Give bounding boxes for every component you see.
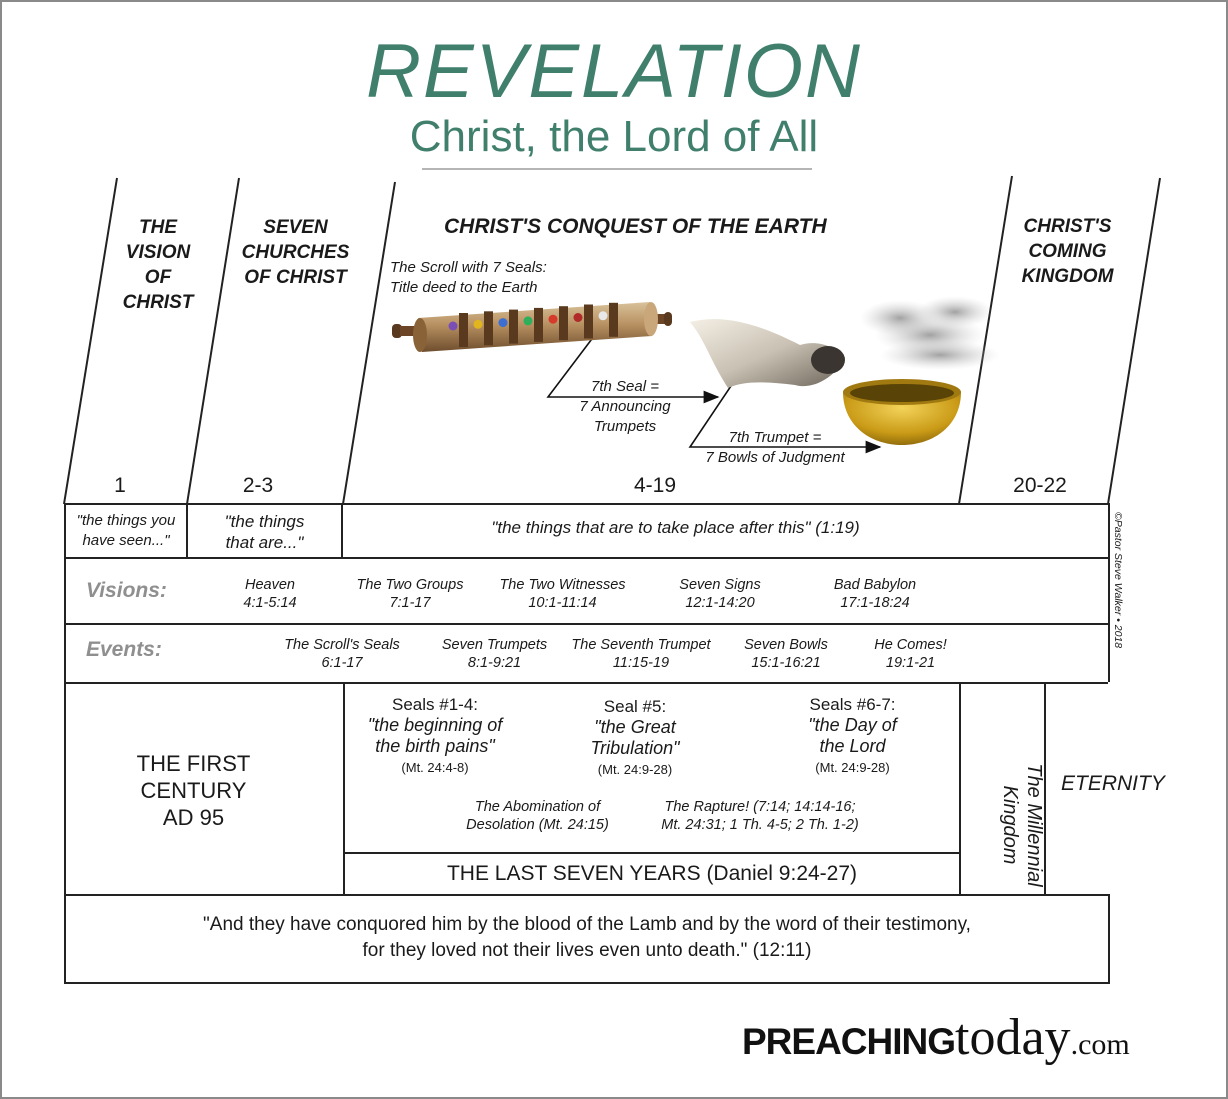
seal-group-1-4: Seals #1-4: "the beginning of the birth … [367,695,503,775]
divider-line [342,181,396,505]
last-years-divider [343,852,961,854]
scroll-seals [448,302,618,347]
chapter-range: 4-19 [633,474,677,497]
row-divider [186,503,188,559]
closing-quote: "And they have conquored him by the bloo… [203,914,971,961]
divider-line [1107,177,1161,505]
chapter-range: 20-22 [1013,474,1067,497]
page-title: REVELATION [366,29,862,114]
last-seven-years: THE LAST SEVEN YEARS (Daniel 9:24-27) [446,862,858,885]
scroll-seal [473,319,483,329]
divider-line [63,177,118,505]
seal-arrow [546,314,720,404]
divider-line [958,175,1013,505]
scroll-seal [523,316,533,326]
block-divider [1044,682,1046,894]
scroll-band [609,302,618,337]
title-divider [422,168,812,170]
scroll-band [484,311,493,346]
divider-line [186,177,240,505]
scroll-band [459,313,468,347]
trumpet-note: 7th Trumpet =7 Bowls of Judgment [705,429,845,466]
trumpet-arrow [688,379,882,454]
visions-label: Visions: [86,579,167,602]
chapter-range: 1 [114,474,126,497]
seal-group-6-7: Seals #6-7: "the Day of the Lord (Mt. 24… [808,695,897,775]
preachingtoday-logo[interactable]: PREACHINGtoday.com [742,1009,1130,1066]
quote-after-this: "the things that are to take place after… [491,518,860,537]
closing-quote-box [64,894,1110,984]
scroll-band [534,307,543,342]
scroll-illustration [392,302,672,352]
scroll-seal [548,314,558,324]
events-label: Events: [86,638,162,661]
scroll-band [584,304,593,339]
block-edge-cover [1108,682,1110,896]
scroll-band [559,306,568,341]
copyright: ©Pastor Steve Walker • 2018 [1112,512,1124,649]
block-divider [343,682,345,894]
shofar-illustration [690,319,845,388]
event-item: He Comes!19:1-21 [874,637,947,671]
scroll-seal [448,321,458,331]
seal-group-5: Seal #5: "the Great Tribulation" (Mt. 24… [590,697,680,777]
events-row [64,623,1110,684]
chapter-range: 2-3 [242,474,274,497]
scroll-caption: The Scroll with 7 Seals:Title deed to th… [390,259,547,296]
block-divider [959,682,961,894]
scroll-seal [498,318,508,328]
section-heading-conquest: CHRIST'S CONQUEST OF THE EARTH [444,215,827,238]
scroll-seal [598,311,608,321]
page-subtitle: Christ, the Lord of All [409,112,819,161]
row-divider [341,503,343,559]
scroll-band [509,309,518,344]
scroll-seal [573,313,583,322]
rapture-note: The Rapture! (7:14; 14:14-16;Mt. 24:31; … [661,799,859,833]
eternity: ETERNITY [1061,772,1165,795]
bowl-illustration [843,296,1000,445]
